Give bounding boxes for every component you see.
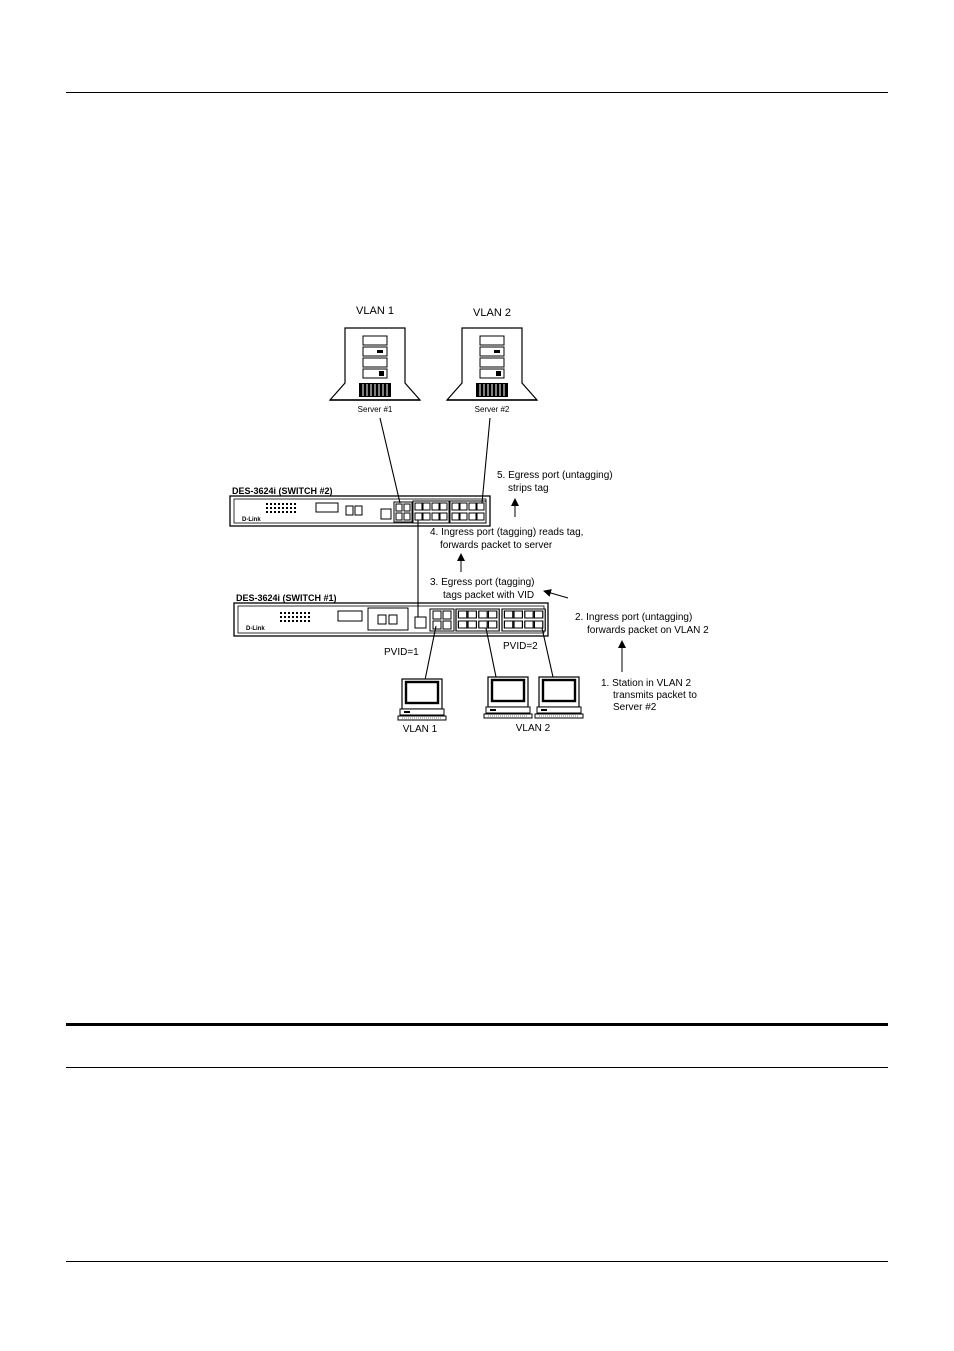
switch-2: DES-3624i (SWITCH #2) D-Link	[229, 486, 491, 527]
header-rule	[66, 92, 888, 93]
step-2-line-1: 2. Ingress port (untagging)	[575, 612, 692, 623]
step-3-line-1: 3. Egress port (tagging)	[430, 577, 535, 588]
switch-2-ports-a	[412, 500, 450, 524]
switch-1-label: DES-3624i (SWITCH #1)	[236, 593, 337, 603]
step-1-line-3: Server #2	[613, 702, 657, 713]
station-vlan2-pc-a	[482, 675, 534, 720]
switch-1-ports-b	[501, 608, 546, 632]
step-2-to-3-arrow	[543, 589, 569, 599]
step-5: 5. Egress port (untagging) strips tag	[497, 470, 613, 517]
station-vlan1-pc	[396, 677, 448, 722]
station-vlan2-pc-b	[533, 675, 585, 720]
server-2-vlan-label: VLAN 2	[473, 307, 511, 319]
cable-switch1-pc3	[541, 627, 554, 678]
switch-1-uplink-port	[414, 616, 427, 629]
server-1: VLAN 1 Server #1	[329, 305, 421, 414]
switch-2-uplink-port	[380, 508, 392, 520]
step-4: 4. Ingress port (tagging) reads tag, for…	[430, 527, 583, 572]
step-3: 3. Egress port (tagging) tags packet wit…	[430, 577, 535, 601]
step-5-line-2: strips tag	[508, 483, 549, 494]
server-2-name: Server #2	[475, 405, 510, 414]
step-3-line-2: tags packet with VID	[443, 590, 534, 601]
cable-switch1-pc1	[424, 625, 437, 681]
step-4-line-1: 4. Ingress port (tagging) reads tag,	[430, 527, 583, 538]
switch-1: DES-3624i (SWITCH #1) D-Link	[233, 593, 549, 637]
step-1-line-2: transmits packet to	[613, 690, 697, 701]
switch-2-label: DES-3624i (SWITCH #2)	[232, 486, 333, 496]
switch-1-console-port	[337, 610, 363, 622]
server-2: VLAN 2 Server #2	[446, 307, 538, 414]
server-1-name: Server #1	[358, 405, 393, 414]
step-1: 1. Station in VLAN 2 transmits packet to…	[601, 678, 697, 713]
step-2-line-2: forwards packet on VLAN 2	[587, 625, 709, 636]
server-1-vlan-label: VLAN 1	[356, 305, 394, 317]
switch-2-brand: D-Link	[242, 517, 261, 523]
section-rule-thin	[66, 1067, 888, 1068]
section-rule-thick	[66, 1023, 888, 1026]
step-1-line-1: 1. Station in VLAN 2	[601, 678, 691, 689]
switch-2-console-port	[315, 502, 339, 513]
pvid-2-label: PVID=2	[503, 641, 538, 652]
cable-switch1-pc2	[485, 627, 497, 678]
switch-1-ports-a	[455, 608, 500, 632]
station-vlan1-label: VLAN 1	[403, 724, 438, 735]
step-2: 2. Ingress port (untagging) forwards pac…	[575, 612, 709, 672]
cable-server1-switch2	[379, 417, 401, 504]
server-1-icon	[329, 327, 421, 401]
station-vlan2-label: VLAN 2	[516, 723, 551, 734]
switch-1-brand: D-Link	[246, 626, 265, 632]
footer-rule	[66, 1261, 888, 1262]
cable-server2-switch2	[481, 417, 491, 504]
cables	[379, 417, 554, 681]
switch-2-ports-b	[449, 500, 487, 524]
step-5-line-1: 5. Egress port (untagging)	[497, 470, 613, 481]
server-2-icon	[446, 327, 538, 401]
pvid-1-label: PVID=1	[384, 647, 419, 658]
step-4-line-2: forwards packet to server	[440, 540, 553, 551]
